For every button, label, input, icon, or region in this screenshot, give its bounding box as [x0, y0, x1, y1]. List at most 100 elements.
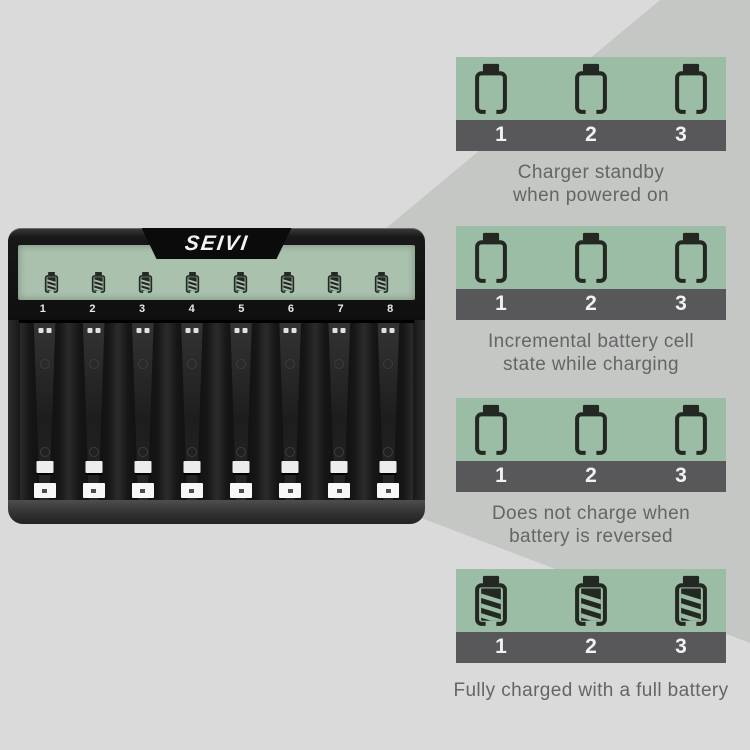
- slot-ring-mark: [88, 359, 99, 369]
- slot-led-contacts: [381, 328, 395, 333]
- charger-side-wall: [8, 320, 19, 500]
- panel-slot-number: 1: [495, 635, 507, 658]
- caption-line: when powered on: [513, 185, 669, 206]
- panel-lcd-screen: [456, 569, 726, 632]
- charger-slot-3: [118, 323, 168, 500]
- contact-dot: [136, 328, 142, 333]
- slot-rail: [181, 323, 203, 500]
- caption-line: Does not charge when: [491, 503, 691, 524]
- charger-slot-1: [20, 323, 70, 500]
- slot-ring-mark: [39, 359, 50, 369]
- panel-slot-number: 1: [495, 464, 507, 487]
- contact-mark: [42, 489, 48, 493]
- charger-slot-6: [265, 323, 315, 500]
- slot-led-contacts: [283, 328, 297, 333]
- slot-led-contacts: [332, 328, 346, 333]
- slot-ring-mark: [186, 447, 197, 457]
- contact-mark: [336, 489, 342, 493]
- slot-metal-contact: [279, 483, 302, 498]
- slot-metal-contact: [82, 483, 105, 498]
- slot-ring-mark: [137, 359, 148, 369]
- contact-mark: [385, 489, 391, 493]
- lcd-cell: [28, 271, 75, 294]
- slot-metal-contact: [379, 461, 397, 473]
- charger-slot-number: 2: [89, 303, 96, 315]
- charger-slot-number: 5: [238, 303, 245, 315]
- charger-slot-number: 7: [337, 303, 344, 315]
- contact-mark: [238, 489, 244, 493]
- battery-icon-full: [92, 272, 106, 294]
- charger-slot-number: 4: [188, 303, 195, 315]
- battery-icon-full: [139, 272, 153, 294]
- contact-mark: [189, 489, 195, 493]
- slot-rail: [33, 323, 56, 500]
- lcd-cell: [217, 271, 264, 294]
- slot-ring-mark: [137, 447, 148, 457]
- contact-dot: [332, 328, 338, 333]
- battery-icon-full: [475, 575, 507, 627]
- slot-metal-contact: [230, 483, 253, 498]
- slot-metal-contact: [134, 461, 152, 473]
- battery-icon-full: [327, 272, 341, 294]
- contact-dot: [389, 328, 395, 333]
- slot-ring-mark: [285, 359, 296, 369]
- battery-icon-empty: [575, 63, 607, 115]
- battery-icon-full: [575, 575, 607, 627]
- battery-icon-full: [186, 272, 200, 294]
- slot-ring-mark: [186, 359, 197, 369]
- slot-rail: [328, 323, 351, 500]
- battery-icon-full: [675, 575, 707, 627]
- contact-dot: [38, 328, 44, 333]
- charger-slot-4: [167, 323, 217, 500]
- lcd-cell: [264, 271, 311, 294]
- contact-mark: [91, 489, 97, 493]
- battery-icon-full: [44, 272, 59, 294]
- lcd-cell: [358, 271, 405, 294]
- contact-dot: [283, 328, 289, 333]
- slot-rail: [132, 323, 154, 500]
- caption-line: battery is reversed: [509, 526, 673, 547]
- charger-base: [8, 500, 425, 524]
- battery-icon-empty: [475, 404, 507, 456]
- caption-line: Charger standby: [517, 162, 665, 183]
- contact-dot: [193, 328, 199, 333]
- battery-icon-empty: [575, 232, 607, 284]
- battery-icon-empty: [475, 232, 507, 284]
- caption-line: state while charging: [503, 354, 679, 375]
- charger-slot-7: [314, 323, 364, 500]
- panel-slot-number: 3: [675, 464, 687, 487]
- contact-mark: [287, 489, 293, 493]
- slot-metal-contact: [85, 461, 103, 473]
- slot-ring-mark: [236, 447, 247, 457]
- panel-lcd-screen: [456, 57, 726, 120]
- lcd-cell: [75, 271, 122, 294]
- slot-metal-contact: [180, 483, 203, 498]
- charger-slot-2: [69, 323, 119, 500]
- lcd-cell: [311, 271, 358, 294]
- slot-ring-mark: [334, 447, 345, 457]
- battery-slots: [20, 323, 413, 500]
- panel-slot-number: 2: [585, 123, 597, 146]
- contact-dot: [234, 328, 240, 333]
- battery-icon-empty: [675, 404, 707, 456]
- battery-icon-full: [280, 272, 294, 294]
- slot-ring-mark: [39, 447, 50, 457]
- caption-line: Incremental battery cell: [487, 331, 695, 352]
- slot-ring-mark: [236, 359, 247, 369]
- slot-ring-mark: [88, 447, 99, 457]
- battery-icon-full: [374, 272, 389, 294]
- battery-icon-empty: [475, 63, 507, 115]
- slot-metal-contact: [33, 483, 56, 498]
- charger-slot-number: 1: [39, 303, 46, 315]
- contact-dot: [185, 328, 191, 333]
- slot-rail: [82, 323, 105, 500]
- contact-dot: [242, 328, 248, 333]
- slot-metal-contact: [131, 483, 154, 498]
